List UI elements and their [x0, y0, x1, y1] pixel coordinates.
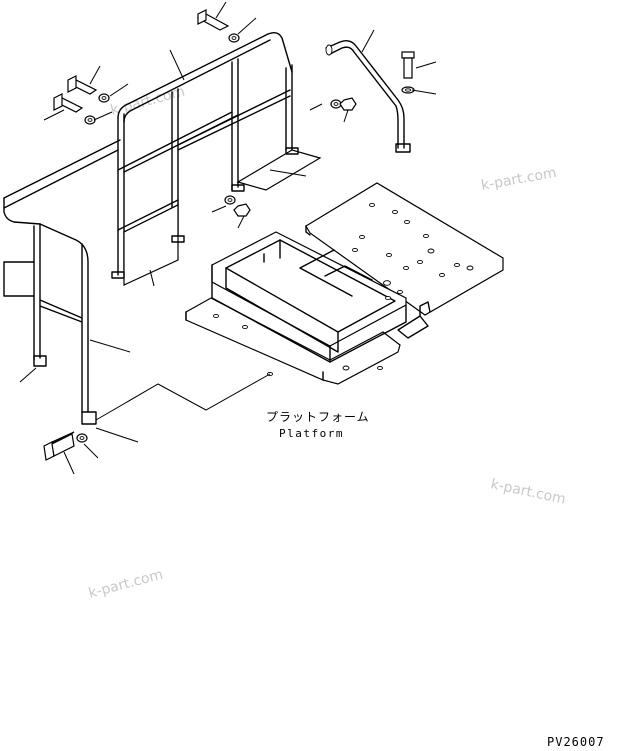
bolt-left-2: [53, 93, 96, 125]
nut-center: [233, 203, 251, 217]
platform-plate: [305, 182, 504, 316]
rear-plate: [123, 204, 179, 286]
platform-label-jp: プラットフォーム: [266, 410, 370, 424]
leader-lines: [19, 1, 437, 475]
watermark-2: k-part.com: [480, 165, 558, 194]
watermark-3: k-part.com: [489, 476, 567, 508]
bolt-bottom: [43, 431, 88, 461]
figure-code: PV26007: [547, 735, 605, 749]
side-handle: [325, 39, 411, 153]
rear-handrail: [111, 31, 322, 286]
platform-label-en: Platform: [279, 427, 344, 440]
bolt-right: [401, 51, 415, 94]
bolt-top: [196, 9, 240, 43]
watermark-4: k-part.com: [87, 567, 165, 602]
hardware: [43, 9, 415, 461]
side-handrail: [3, 139, 121, 425]
platform-assembly: [185, 182, 504, 385]
upper-plate: [236, 149, 322, 191]
nut-right: [339, 97, 357, 111]
bolt-left-1: [67, 75, 110, 103]
